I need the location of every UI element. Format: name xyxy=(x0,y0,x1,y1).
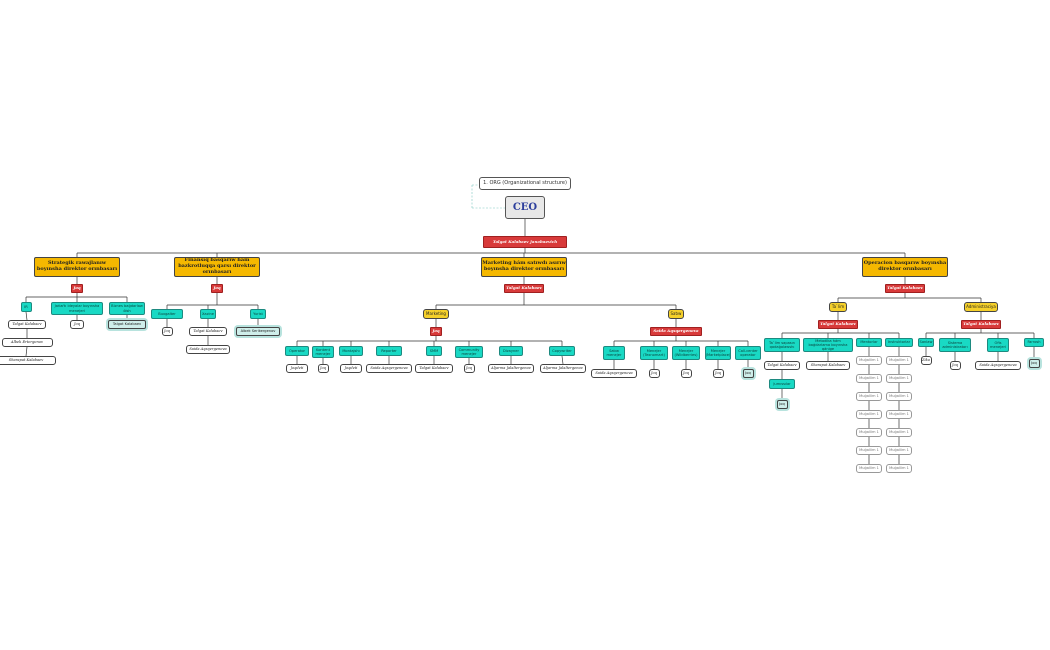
person-card[interactable]: Saida Aqsqergenova xyxy=(366,364,412,373)
person-card[interactable]: Saida Aqsqergenova xyxy=(975,361,1021,370)
marketing-role-0[interactable]: Operator xyxy=(285,346,309,356)
person-card[interactable]: Albek Serikergenov xyxy=(236,327,280,336)
person-card[interactable]: Talgat Kalabaev xyxy=(415,364,453,373)
talim-sub-role[interactable]: Jumıssılar xyxy=(769,379,795,389)
branch-person-0[interactable]: Joq xyxy=(71,284,83,293)
person-card[interactable]: Joqdeti xyxy=(340,364,362,373)
connector-line xyxy=(561,355,564,365)
person-card[interactable]: Albek Ertergenov xyxy=(1,338,53,347)
sales-role-1[interactable]: Menejer (Texnomart) xyxy=(640,346,668,360)
branch-person-2[interactable]: Talgat Kalabaev xyxy=(504,284,544,293)
branch-person-3[interactable]: Talgat Kalabaev xyxy=(885,284,925,293)
group-satiw[interactable]: Satıw xyxy=(668,309,684,319)
group-person[interactable]: Talgat Kalabaev xyxy=(818,320,858,329)
person-card[interactable]: Aljarma Jalaltergenov xyxy=(540,364,586,373)
root-person-badge[interactable]: Talgat Kalabaev Janabaevich xyxy=(483,236,567,248)
person-card[interactable]: Ziko xyxy=(920,356,932,365)
marketing-role-1[interactable]: Kontent menejer xyxy=(312,346,334,358)
teacher-card[interactable]: Muǵallim 1 xyxy=(886,446,912,455)
finance-role-0[interactable]: Buxgalter xyxy=(151,309,183,319)
teacher-card[interactable]: Muǵallim 1 xyxy=(886,410,912,419)
person-card[interactable]: Talgat Kalabaev xyxy=(189,327,227,336)
person-card[interactable]: Sharapat Kalabaev xyxy=(806,361,850,370)
branch-head-1[interactable]: Finansıq basqarıw hám bazkrotluqqa qarsı… xyxy=(174,257,260,277)
person-card[interactable]: Talgat Kalabaev xyxy=(108,320,146,329)
group-administraciya[interactable]: Administraciya xyxy=(964,302,998,312)
talim-role-2[interactable]: Mentorlar xyxy=(856,338,882,347)
talim-role-1[interactable]: Metodika hám baǵdarlama boyınsha qánige xyxy=(803,338,853,352)
teacher-card[interactable]: Muǵallim 1 xyxy=(886,392,912,401)
teacher-card[interactable]: Muǵallim 1 xyxy=(886,356,912,365)
sales-role-4[interactable]: Call-center operator xyxy=(735,346,761,360)
person-card[interactable]: Joq xyxy=(949,361,961,370)
admin-role-3[interactable]: Farrosh xyxy=(1024,338,1044,347)
marketing-role-6[interactable]: Dizayner xyxy=(499,346,523,356)
branch-head-2[interactable]: Marketing hám satıwdı asırıw boyınsha di… xyxy=(481,257,567,277)
marketing-role-7[interactable]: Copywriter xyxy=(549,346,575,356)
teacher-card[interactable]: Muǵallim 1 xyxy=(856,428,882,437)
connector-line xyxy=(25,346,28,357)
admin-role-1[interactable]: Sistema administratorı xyxy=(939,338,971,352)
person-card[interactable]: Joq xyxy=(712,369,724,378)
teacher-card[interactable]: Muǵallim 1 xyxy=(856,446,882,455)
admin-role-2[interactable]: Ofis menejeri xyxy=(987,338,1009,352)
person-card[interactable]: Joq xyxy=(1028,359,1040,368)
person-card[interactable]: Aljarma Jalaltergenov xyxy=(488,364,534,373)
person-card[interactable]: Talgat Kalabaev xyxy=(8,320,46,329)
strategik-role-1[interactable]: Jańaŕtı ideyalar boyınsha menejeri xyxy=(51,302,103,315)
branch-head-0[interactable]: Strategik rawajlanıw boyınsha direktor o… xyxy=(34,257,120,277)
person-card[interactable]: Saida Aqsqergenova xyxy=(186,345,230,354)
finance-role-1[interactable]: Xazine xyxy=(200,309,216,319)
teacher-card[interactable]: Muǵallim 1 xyxy=(856,410,882,419)
person-card[interactable]: Saida Aqsqergenova xyxy=(591,369,637,378)
marketing-role-5[interactable]: Community menejer xyxy=(455,346,483,358)
talim-role-3[interactable]: Instruktorlar xyxy=(885,338,913,347)
person-card[interactable]: Joq xyxy=(463,364,475,373)
group-marketing[interactable]: Marketing xyxy=(423,309,449,319)
group-talim[interactable]: Ta`lim xyxy=(829,302,847,312)
note-org-structure[interactable]: 1. ORG (Organizational structure) xyxy=(479,177,571,190)
talim-role-0[interactable]: Ta`lim sapasın qadaǵalawshı xyxy=(764,338,800,352)
group-person[interactable]: Joq xyxy=(430,327,442,336)
strategik-role-0[interactable]: IR xyxy=(20,302,32,312)
teacher-card[interactable]: Muǵallim 1 xyxy=(856,356,882,365)
person-card[interactable]: Joqdeti xyxy=(286,364,308,373)
person-card[interactable]: Sharapat Kalabaev xyxy=(0,356,56,365)
teacher-card[interactable]: Muǵallim 1 xyxy=(886,464,912,473)
marketing-role-4[interactable]: SMM xyxy=(426,346,442,356)
teacher-card[interactable]: Muǵallim 1 xyxy=(856,374,882,383)
teacher-card[interactable]: Muǵallim 1 xyxy=(856,392,882,401)
teacher-card[interactable]: Muǵallim 1 xyxy=(886,374,912,383)
person-card[interactable]: Talgat Kalabaev xyxy=(764,361,800,370)
sales-role-3[interactable]: Menejer (Marketplace) xyxy=(705,346,731,360)
person-card[interactable]: Joq xyxy=(742,369,754,378)
marketing-role-2[interactable]: Montajshı xyxy=(339,346,363,356)
group-person[interactable]: Talgat Kalabaev xyxy=(961,320,1001,329)
sales-role-0[interactable]: Satıw menejer xyxy=(603,346,625,360)
marketing-role-3[interactable]: Reporter xyxy=(376,346,402,356)
branch-head-3[interactable]: Operacion basqarıw boyınsha direktor orı… xyxy=(862,257,948,277)
root-node-ceo[interactable]: CEO xyxy=(505,196,545,219)
strategik-role-2[interactable]: Biznes baǵdarlaw ólsh xyxy=(109,302,145,315)
person-card[interactable]: Joq xyxy=(317,364,329,373)
sales-role-2[interactable]: Menejer (Wildberries) xyxy=(672,346,700,360)
group-person[interactable]: Saida Aqsqergenova xyxy=(650,327,702,336)
teacher-card[interactable]: Muǵallim 1 xyxy=(856,464,882,473)
person-card[interactable]: Joq xyxy=(680,369,692,378)
person-card[interactable]: Joq xyxy=(648,369,660,378)
teacher-card[interactable]: Muǵallim 1 xyxy=(886,428,912,437)
connector-line xyxy=(25,311,28,321)
branch-person-1[interactable]: Joq xyxy=(211,284,223,293)
finance-role-2[interactable]: Yurist xyxy=(250,309,266,319)
person-card[interactable]: Joq xyxy=(161,327,173,336)
person-card[interactable]: Joq xyxy=(776,400,788,409)
person-card[interactable]: Joq xyxy=(70,320,84,329)
admin-role-0[interactable]: Sanlaw xyxy=(918,338,934,347)
